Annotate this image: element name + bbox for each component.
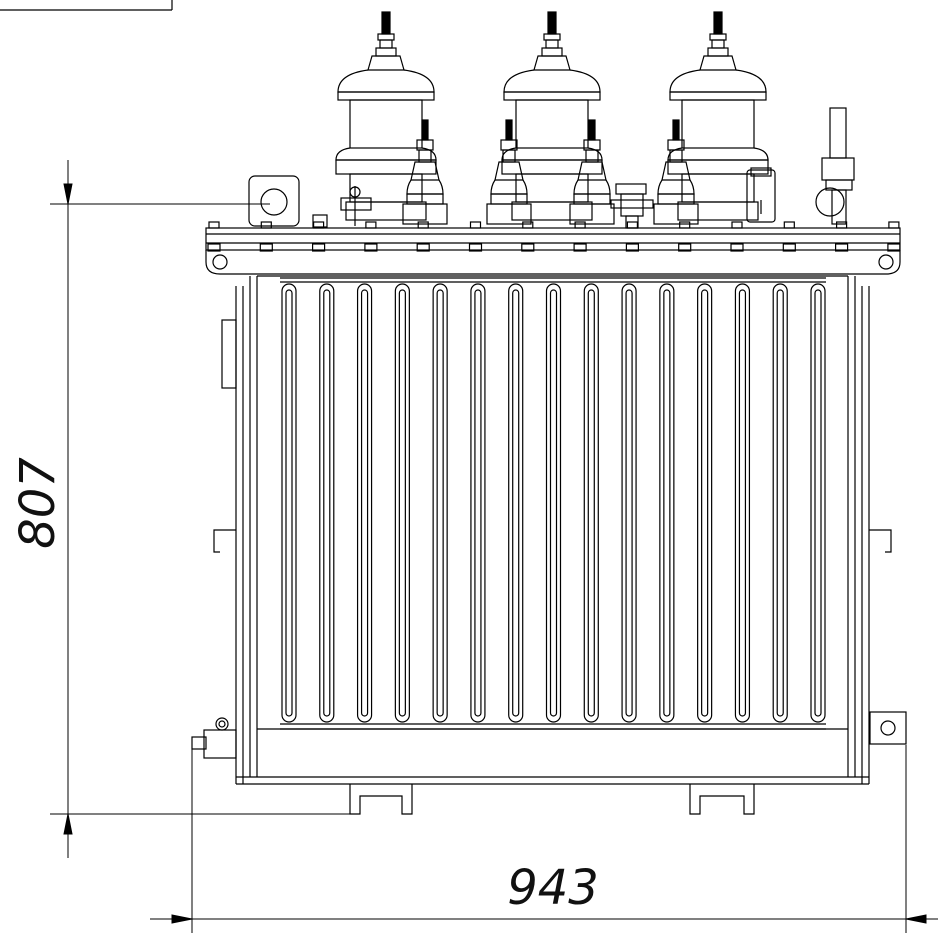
tank-body [191,275,907,815]
cover-fittings [312,107,855,229]
cooling-fin [659,283,675,723]
cooling-fin [545,283,562,723]
lifting-eye-left [248,175,300,227]
cover-bolt [887,221,901,252]
cover-bolt [730,221,744,252]
lv-bushings [402,119,699,225]
lv-bushing [402,119,448,225]
tank-cover [205,227,901,275]
cooling-fin [697,283,713,723]
cooling-fin [432,283,448,723]
height-dimension-label: 807 [10,457,66,549]
title-block-fragment [0,0,173,11]
hv-bushings [335,11,769,221]
cooling-fin [319,283,335,723]
width-dimension-label: 943 [507,860,599,916]
cooling-fin [356,283,373,723]
cooling-fin [810,283,826,723]
lv-bushing [569,119,615,225]
cooling-fin [734,283,751,723]
cover-bolt [521,221,535,252]
cooling-fin [583,283,599,723]
cooling-fins [281,283,826,723]
cover-bolt [468,221,483,252]
width-dimension [150,745,938,933]
height-dimension [50,160,350,858]
cover-bolt [207,221,221,252]
cooling-fin [772,283,788,723]
lv-bushing [486,119,532,225]
lv-bushing [653,119,699,225]
hv-bushing [667,11,769,221]
cover-bolt [625,221,640,252]
cover-bolt [312,221,326,252]
cover-bolt [678,221,692,252]
cover-bolt [259,221,273,252]
cooling-fin [281,283,297,723]
cover-bolt [573,221,587,252]
cover-bolts [207,221,901,252]
cooling-fin [621,283,637,723]
hv-bushing [501,11,603,221]
cooling-fin [394,283,410,723]
cover-bolt [416,221,430,252]
cooling-fin [470,283,486,723]
cover-bolt [364,221,378,252]
cooling-fin [508,283,524,723]
cover-bolt [834,221,849,252]
cover-bolt [782,221,796,252]
